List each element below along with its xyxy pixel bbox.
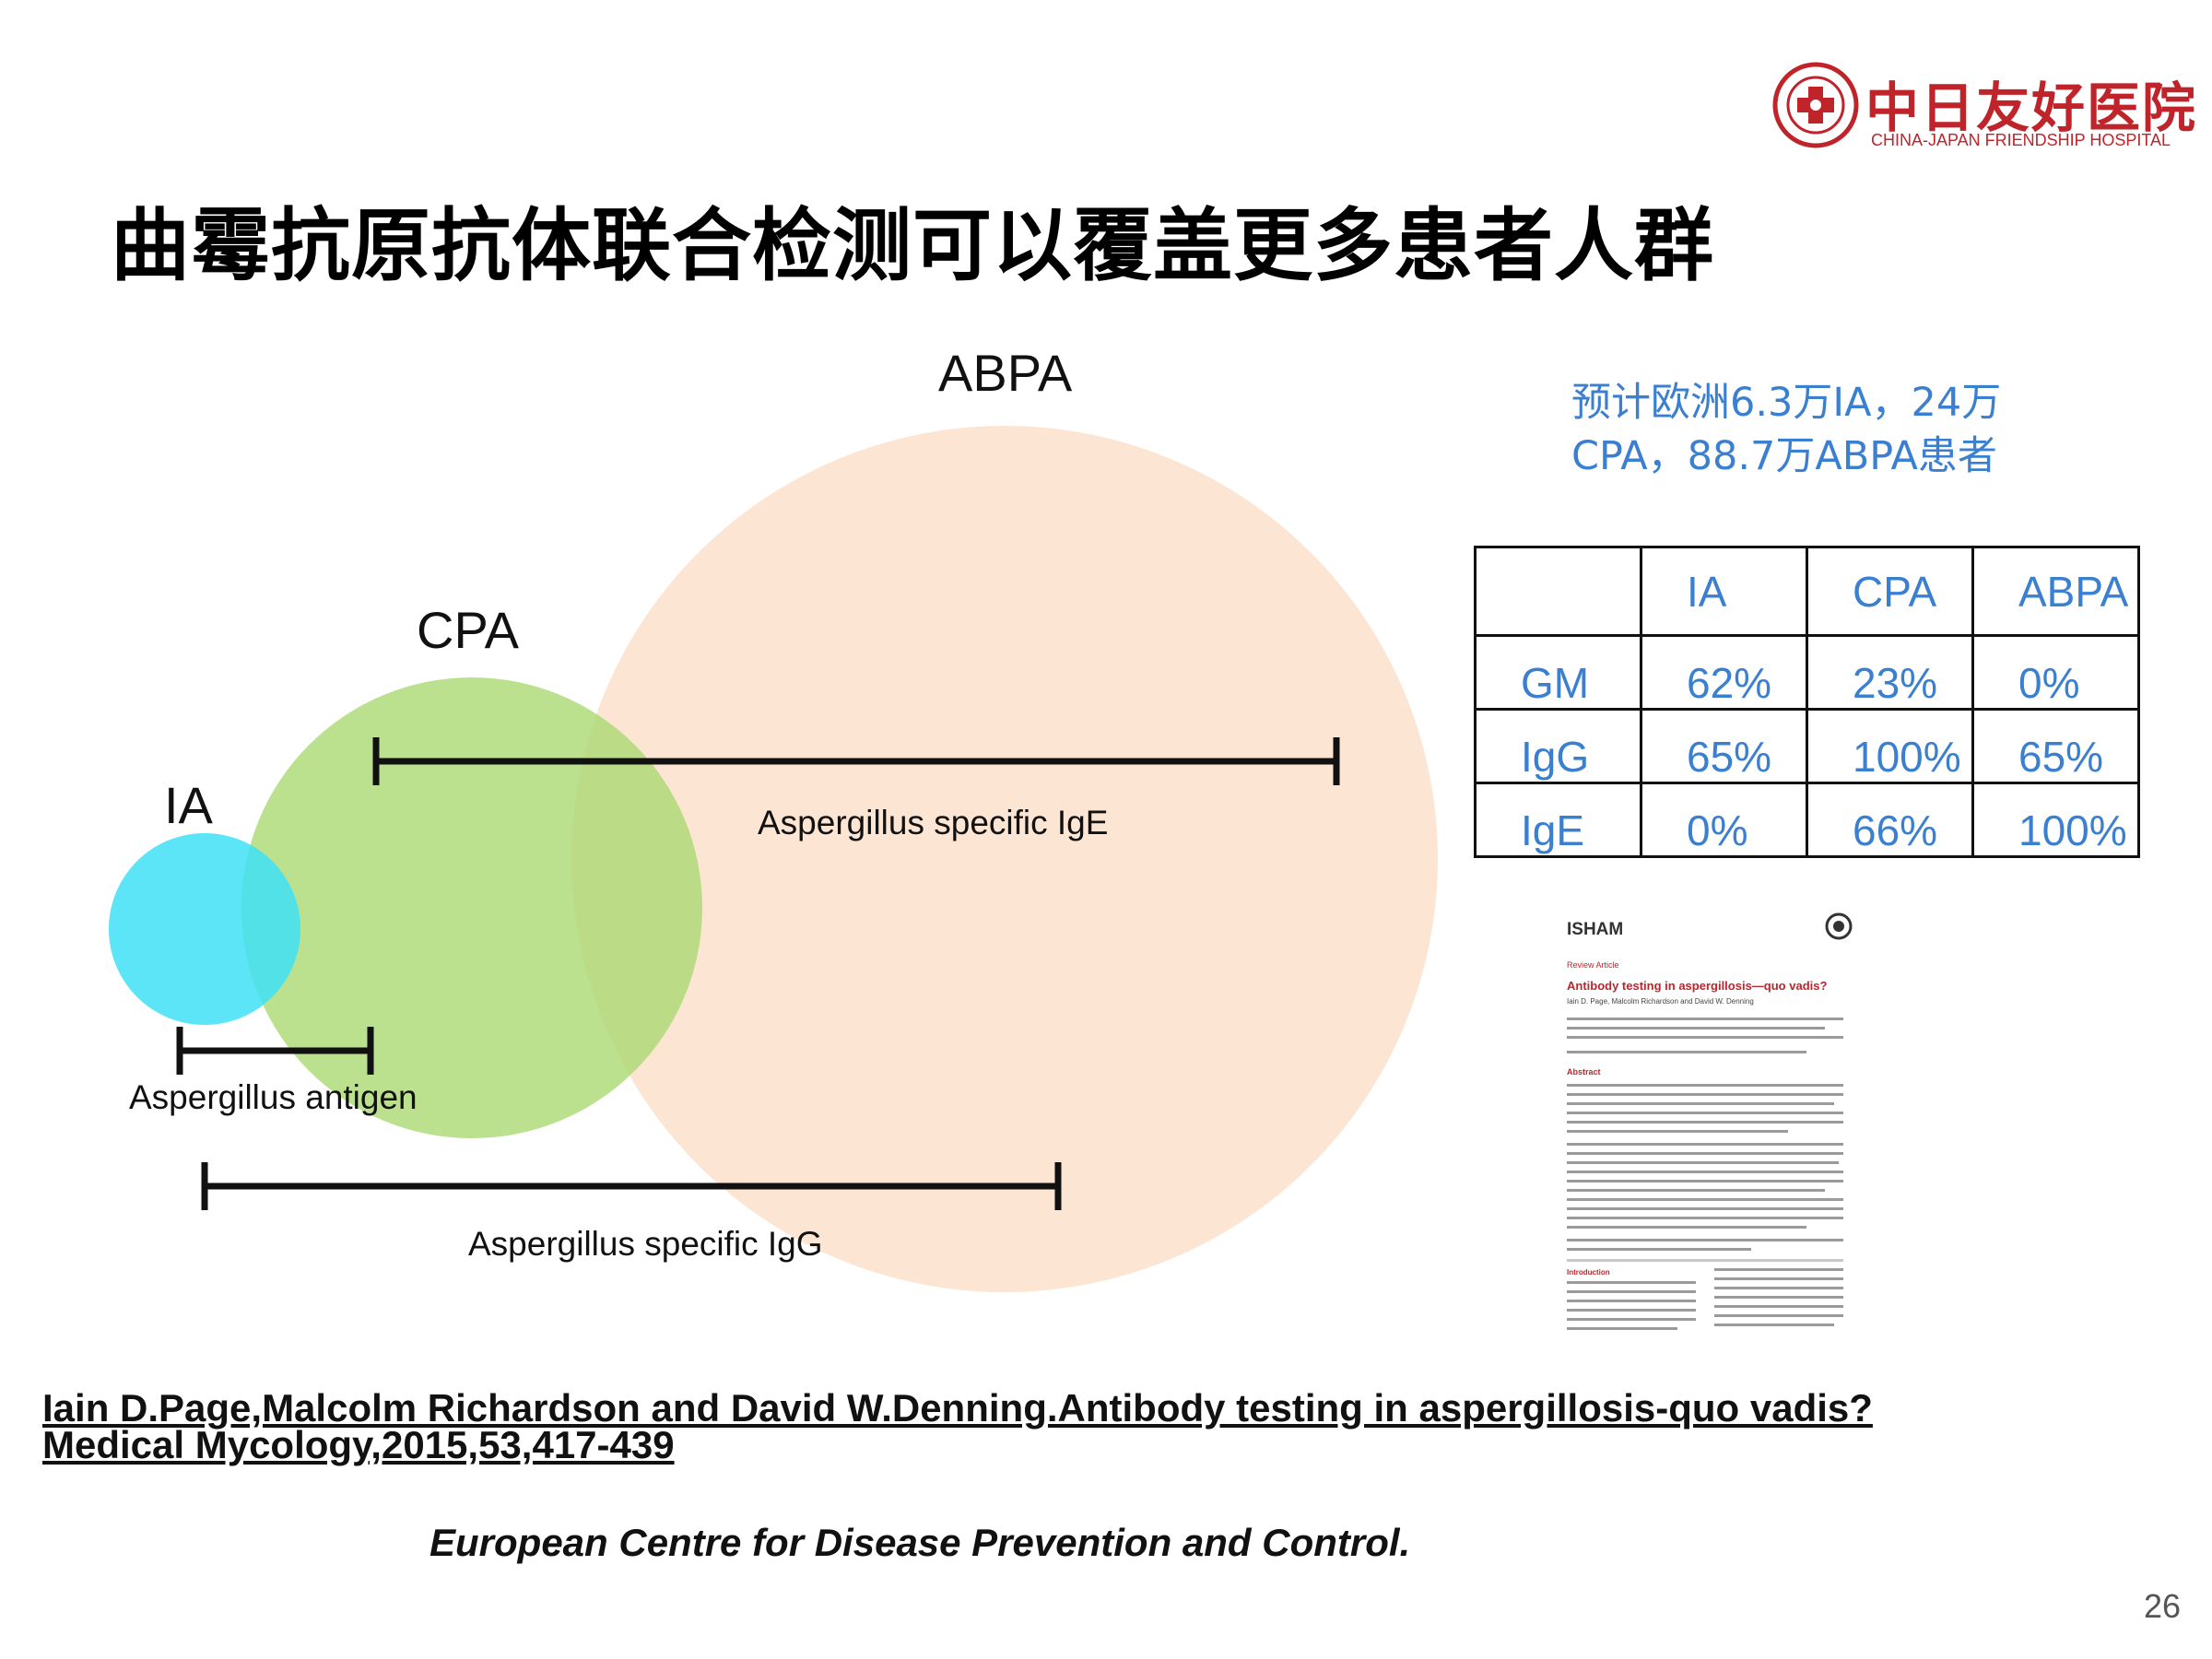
paper-intro-heading: Introduction: [1567, 1268, 1610, 1277]
table-cell: 0%: [1640, 782, 1808, 858]
table-header-cell: CPA: [1806, 546, 1974, 637]
antigen-bar-label: Aspergillus antigen: [129, 1078, 418, 1116]
ia-circle: [109, 833, 300, 1025]
table-header-cell: IA: [1640, 546, 1808, 637]
paper-journal-logo: ISHAM: [1567, 920, 1624, 939]
journal-seal-icon: [1825, 912, 1853, 940]
igg-range-bar: [201, 1162, 1062, 1210]
table-cell: 65%: [1640, 708, 1808, 784]
abpa-label: ABPA: [938, 344, 1073, 402]
hospital-emblem-icon: [1772, 62, 1859, 148]
note-line-1: 预计欧洲6.3万IA，24万: [1571, 380, 2002, 426]
antigen-range-bar: [176, 1027, 374, 1075]
paper-thumbnail: ISHAM Review Article Antibody testing in…: [1552, 903, 1865, 1355]
paper-title: Antibody testing in aspergillosis—quo va…: [1567, 979, 1828, 993]
table-row: IgE 0% 66% 100%: [1474, 782, 2140, 858]
igg-bar-label: Aspergillus specific IgG: [468, 1225, 823, 1263]
data-source: European Centre for Disease Prevention a…: [429, 1521, 1411, 1564]
paper-authors: Iain D. Page, Malcolm Richardson and Dav…: [1567, 997, 1754, 1006]
paper-type: Review Article: [1567, 960, 1619, 970]
venn-diagram: ABPA CPA IA Aspergillus specific IgE Asp…: [109, 344, 1438, 1292]
table-cell: 23%: [1806, 634, 1974, 711]
hospital-logo: 中日友好医院 CHINA-JAPAN FRIENDSHIP HOSPITAL: [1770, 59, 2195, 160]
positivity-table: IA CPA ABPA GM 62% 23% 0% IgG 65% 100% 6…: [1474, 546, 2140, 858]
table-header-cell: ABPA: [1971, 546, 2140, 637]
table-cell: 65%: [1971, 708, 2140, 784]
paper-abstract-heading: Abstract: [1567, 1067, 1601, 1077]
page-number: 26: [2144, 1587, 2182, 1625]
table-row-label: GM: [1474, 634, 1642, 711]
cpa-label: CPA: [417, 601, 520, 659]
abpa-circle: [571, 426, 1438, 1292]
table-row: IgG 65% 100% 65%: [1474, 708, 2140, 784]
epidemiology-note: 预计欧洲6.3万IA，24万 CPA，88.7万ABPA患者: [1571, 376, 2001, 483]
table-cell: 0%: [1971, 634, 2140, 711]
ige-bar-label: Aspergillus specific IgE: [758, 804, 1108, 841]
hospital-name-en: CHINA-JAPAN FRIENDSHIP HOSPITAL: [1871, 131, 2171, 149]
table-row: GM 62% 23% 0%: [1474, 634, 2140, 711]
hospital-name-cn: 中日友好医院: [1865, 76, 2198, 139]
ige-range-bar: [372, 737, 1340, 785]
citation-line-2: Medical Mycology,2015,53,417-439: [42, 1423, 675, 1466]
table-cell: 100%: [1806, 708, 1974, 784]
table-cell: 66%: [1806, 782, 1974, 858]
citation-line-1: Iain D.Page,Malcolm Richardson and David…: [42, 1386, 1873, 1430]
cpa-circle: [241, 677, 702, 1138]
table-cell: 100%: [1971, 782, 2140, 858]
ia-label: IA: [164, 776, 214, 834]
note-line-2: CPA，88.7万ABPA患者: [1571, 433, 1997, 479]
citation-reference[interactable]: Iain D.Page,Malcolm Richardson and David…: [42, 1386, 1873, 1466]
table-header-cell: [1474, 546, 1642, 637]
table-header-row: IA CPA ABPA: [1474, 546, 2140, 637]
slide-title: 曲霉抗原抗体联合检测可以覆盖更多患者人群: [111, 200, 1714, 292]
table-cell: 62%: [1640, 634, 1808, 711]
table-row-label: IgG: [1474, 708, 1642, 784]
table-row-label: IgE: [1474, 782, 1642, 858]
